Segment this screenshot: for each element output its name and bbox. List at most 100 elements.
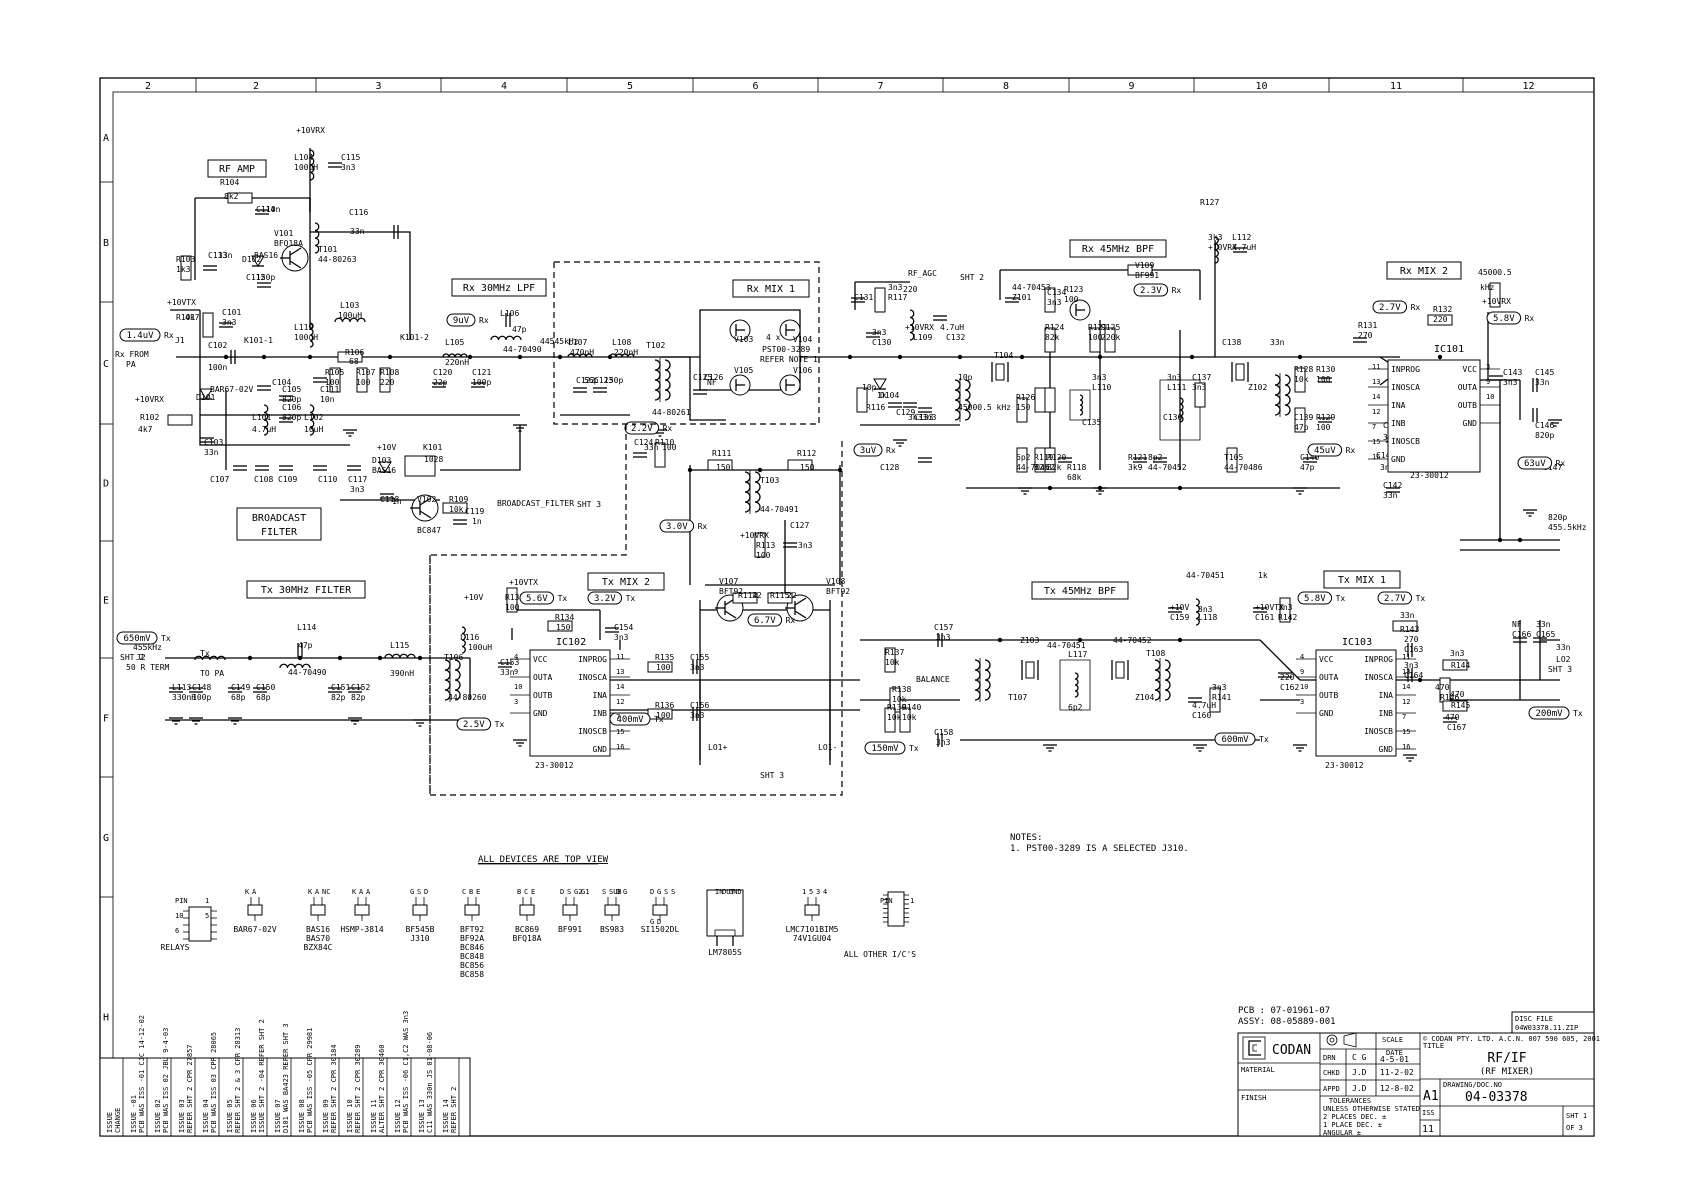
legend-pin: PIN	[175, 897, 188, 905]
section-title: FILTER	[261, 527, 298, 538]
package-icon	[354, 904, 370, 916]
section-title: Tx 30MHz FILTER	[261, 585, 352, 596]
component-label: R104	[220, 178, 239, 187]
inductor	[567, 353, 593, 358]
component-label: +10V	[464, 593, 483, 602]
component-label: kHz	[1480, 283, 1495, 292]
component-label: 3n3	[1503, 378, 1518, 387]
reading-value: 150mV	[871, 744, 899, 754]
component-label: C104	[272, 378, 291, 387]
section-title: Tx MIX 2	[602, 577, 650, 588]
component-label: D101	[196, 393, 215, 402]
resistor	[1016, 447, 1028, 473]
section-title: Tx 45MHz BPF	[1044, 586, 1116, 597]
component-label: 44-80260	[448, 693, 487, 702]
component-label: 68	[349, 357, 359, 366]
grid-column-label: 7	[877, 81, 883, 92]
component-label: +10VRX	[740, 531, 769, 540]
component-label: 68k	[1067, 473, 1082, 482]
legend-pin: S	[567, 888, 571, 896]
component-label: R125	[1101, 323, 1120, 332]
component-label: 3n3	[690, 711, 705, 720]
junction	[377, 655, 383, 661]
component-label: 33n	[218, 251, 233, 260]
inductor	[1154, 659, 1161, 701]
component-label: V104	[793, 335, 812, 344]
grid-row-label: H	[103, 1013, 109, 1024]
ic-pin-name: INOSCA	[1364, 673, 1393, 682]
resistor	[1044, 327, 1056, 353]
inductor	[984, 659, 991, 701]
inductor	[954, 379, 961, 421]
inductor	[1079, 394, 1084, 416]
reading-direction: Rx	[886, 446, 896, 455]
junction	[837, 467, 843, 473]
component-label: 3n3	[341, 163, 356, 172]
resistor	[356, 367, 368, 393]
reading-direction: Rx	[786, 616, 796, 625]
component-label: 3n3	[872, 328, 887, 337]
component-label: 3n3	[1212, 683, 1227, 692]
ic-pin-number: 7	[616, 713, 620, 721]
component-label: 100	[505, 603, 520, 612]
component-label: 150	[716, 463, 731, 472]
notes-title: NOTES:	[1010, 833, 1043, 843]
component-label: 10n	[266, 205, 281, 214]
resistor	[167, 414, 193, 426]
component-label: 3n3	[1047, 298, 1062, 307]
ic-pin-name: GND	[1391, 455, 1406, 464]
crystal-filter	[1235, 363, 1245, 381]
resistor	[1194, 382, 1206, 408]
legend-pin: IN	[715, 888, 723, 896]
drawing-subtitle: (RF MIXER)	[1480, 1067, 1534, 1077]
resistor	[899, 707, 911, 733]
component-label: C138	[1222, 338, 1241, 347]
resistor	[1392, 620, 1418, 632]
component-label: 100	[325, 378, 340, 387]
component-label: BAR67-02V	[210, 385, 254, 394]
reading-value: 63uV	[1524, 459, 1546, 469]
package-icon	[412, 904, 428, 916]
component-label: REFER NOTE 1	[760, 355, 818, 364]
inductor	[444, 659, 451, 701]
ic102-chip: IC10223-30012VCCOUTAOUTBGND49103INPROGIN…	[510, 637, 630, 770]
component-label: R143	[1400, 625, 1419, 634]
component-label: V108	[826, 577, 845, 586]
grid-column-label: 2	[145, 81, 151, 92]
revision-issue: ISSUE 12	[394, 1099, 402, 1133]
revision-issue: ISSUE 02	[154, 1099, 162, 1133]
component-label: C145	[1535, 368, 1554, 377]
component-label: 44545kHz	[540, 337, 579, 346]
component-label: C126	[704, 373, 723, 382]
inductor	[309, 404, 315, 436]
component-label: C157	[934, 623, 953, 632]
component-label: C151	[331, 683, 350, 692]
inductor	[194, 655, 226, 661]
diode-icon	[199, 388, 213, 400]
component-label: +10VRX	[905, 323, 934, 332]
component-label: C101	[222, 308, 241, 317]
reading-bubble	[1297, 591, 1333, 605]
component-label: 100	[1316, 423, 1331, 432]
legend-pin: 3	[816, 888, 820, 896]
component-label: 3n3	[798, 541, 813, 550]
reading-direction: Rx	[479, 316, 489, 325]
component-label: C143	[1503, 368, 1522, 377]
component-label: C160	[1192, 711, 1211, 720]
component-label: 150p	[256, 273, 275, 282]
legend-pin: D	[560, 888, 564, 896]
junction	[297, 655, 303, 661]
component-label: R139	[887, 703, 906, 712]
component-label: 33n	[1556, 643, 1571, 652]
section-title: Rx MIX 1	[747, 284, 795, 295]
component-label: V102	[417, 495, 436, 504]
transistor-icon	[289, 247, 302, 256]
component-label: 68p	[256, 693, 271, 702]
component-label: 3k3	[1208, 233, 1223, 242]
